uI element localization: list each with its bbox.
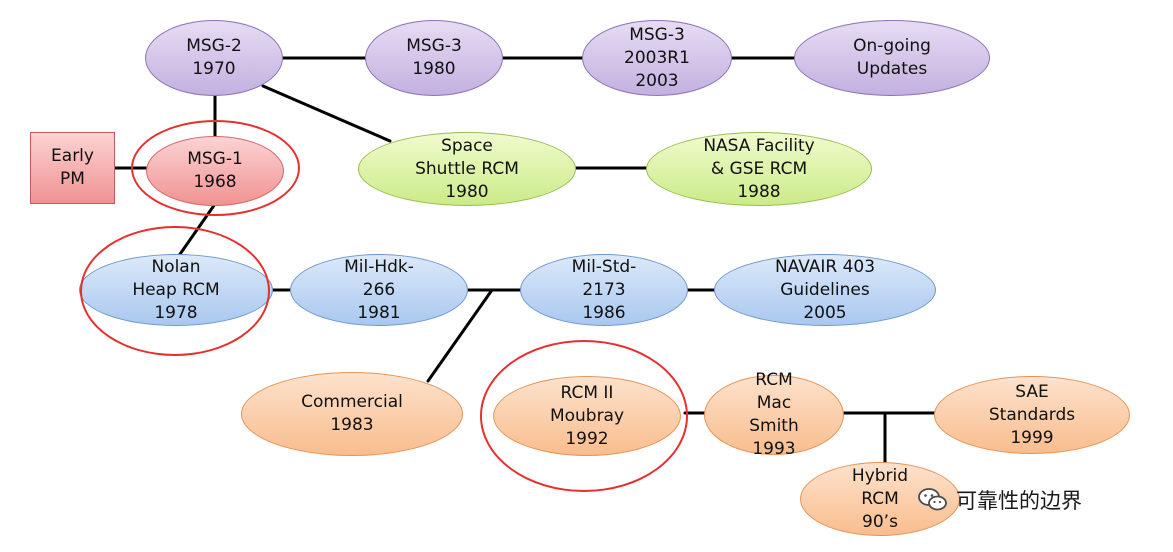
node-early-pm-label: Early PM [51,146,94,189]
node-space-shuttle-rcm-label: Space Shuttle RCM 1980 [415,135,519,202]
node-early-pm: Early PM [30,132,115,204]
node-rcm-ii-moubray-label: RCM II Moubray 1992 [549,382,625,449]
wechat-icon [918,488,947,511]
node-hybrid-rcm-label: Hybrid RCM 90’s [851,465,909,532]
watermark-text: 可靠性的边界 [956,489,1082,513]
node-ongoing-updates: On-going Updates [794,20,990,96]
node-navair-403-label: NAVAIR 403 Guidelines 2005 [774,256,876,323]
node-msg2: MSG-2 1970 [145,20,283,96]
node-sae-standards: SAE Standards 1999 [934,376,1130,454]
node-ongoing-updates-label: On-going Updates [853,36,931,79]
node-rcm-ii-moubray: RCM II Moubray 1992 [493,376,681,456]
node-rcm-mac-smith: RCM Mac Smith 1993 [704,370,844,459]
node-rcm-mac-smith-label: RCM Mac Smith 1993 [749,370,799,459]
watermark: 可靠性的边界 [918,485,1082,515]
node-msg2-label: MSG-2 1970 [186,36,242,79]
connector-branch-commercial [426,288,494,383]
node-space-shuttle-rcm: Space Shuttle RCM 1980 [358,132,576,206]
node-msg1-label: MSG-1 1968 [187,149,243,192]
node-msg3-1980: MSG-3 1980 [365,20,503,96]
node-commercial-label: Commercial 1983 [301,392,403,435]
connector-msg1-nolan-heap [176,202,217,259]
node-nolan-heap-rcm: Nolan Heap RCM 1978 [79,254,273,326]
node-nolan-heap-rcm-label: Nolan Heap RCM 1978 [132,256,220,323]
node-navair-403: NAVAIR 403 Guidelines 2005 [714,254,936,326]
node-nasa-facility-label: NASA Facility & GSE RCM 1988 [703,135,815,202]
connector-msg2-space-shuttle [261,84,392,143]
node-msg3-2003-label: MSG-3 2003R1 2003 [624,24,690,91]
node-sae-standards-label: SAE Standards 1999 [988,381,1076,448]
node-mil-std-2173: Mil-Std- 2173 1986 [520,254,688,326]
node-mil-hdk-266-label: Mil-Hdk- 266 1981 [344,256,414,323]
node-msg3-2003: MSG-3 2003R1 2003 [582,20,732,96]
node-msg3-1980-label: MSG-3 1980 [406,36,462,79]
node-msg1: MSG-1 1968 [146,136,284,206]
node-mil-std-2173-label: Mil-Std- 2173 1986 [571,256,637,323]
node-commercial: Commercial 1983 [241,372,463,456]
node-nasa-facility: NASA Facility & GSE RCM 1988 [646,132,872,206]
node-mil-hdk-266: Mil-Hdk- 266 1981 [290,254,468,326]
